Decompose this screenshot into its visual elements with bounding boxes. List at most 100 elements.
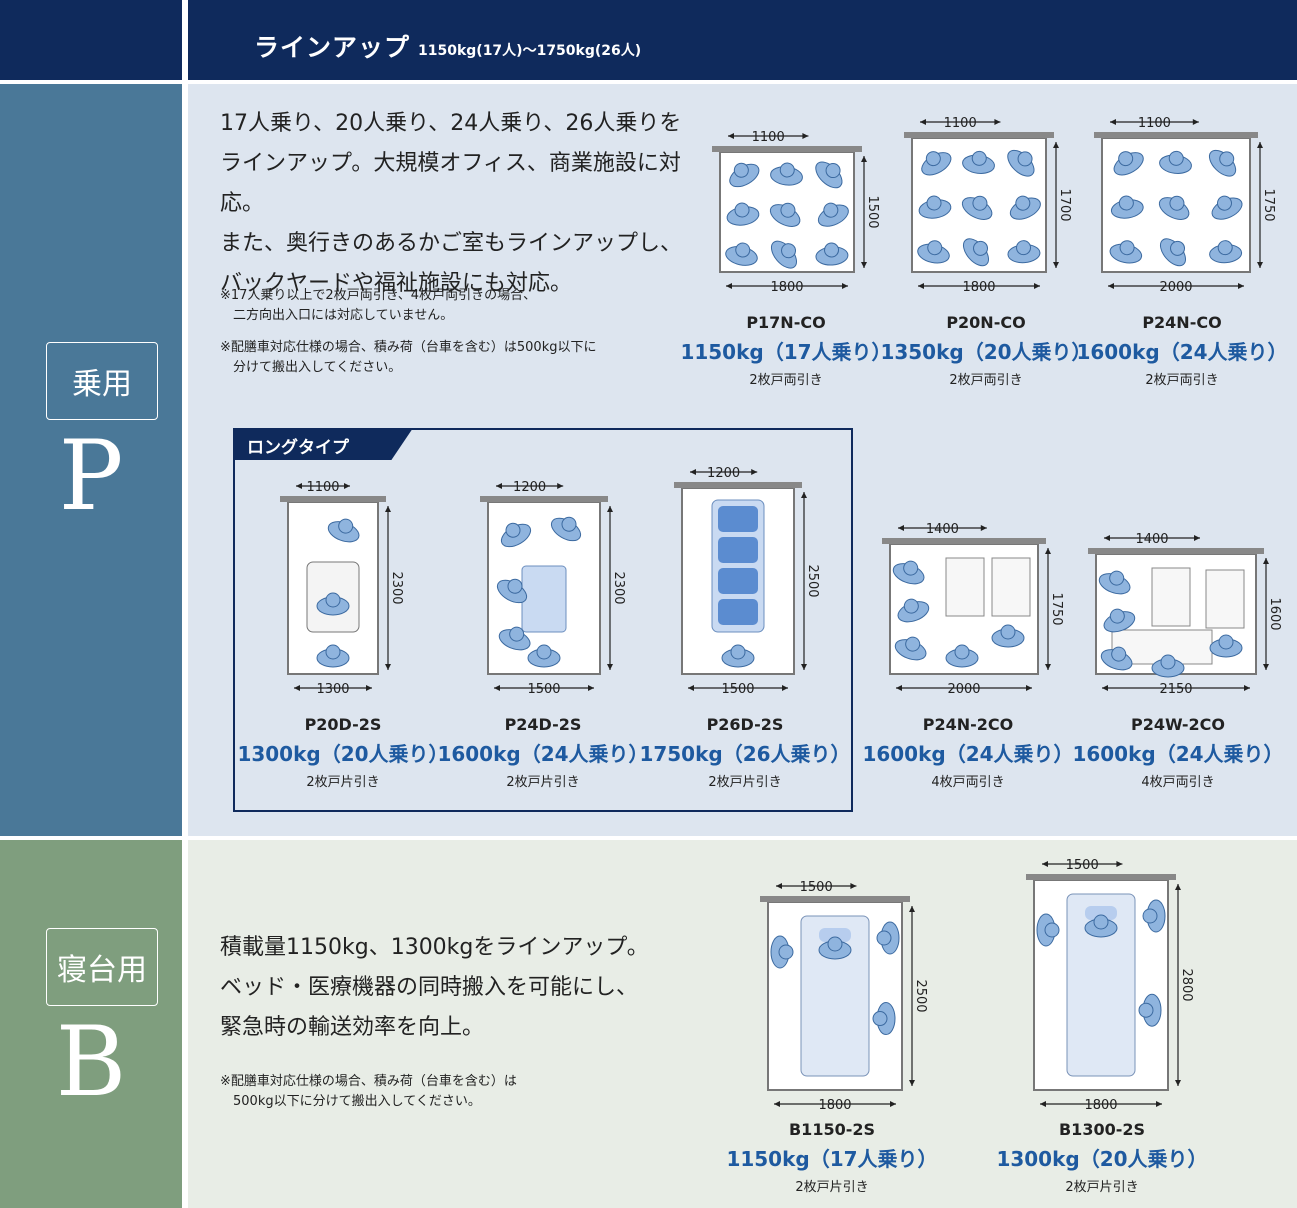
floor-plan-p24n-2co: 1400 2000 1750: [882, 522, 1064, 697]
person-icon: [769, 202, 801, 227]
dimension-label: 1500: [527, 682, 560, 697]
bed-note: ※配膳車対応仕様の場合、積み荷（台車を含む）は 500kg以下に分けて搬出入して…: [220, 1074, 517, 1109]
person-icon: [1109, 240, 1143, 264]
dimension-label: 1750: [1049, 592, 1064, 625]
header-corner: [0, 0, 182, 80]
person-icon: [962, 150, 995, 174]
model-door-type: 2枚戸片引き: [708, 775, 782, 790]
person-icon: [1110, 195, 1144, 219]
person-icon: [961, 195, 993, 220]
dimension-label: 1100: [944, 116, 977, 131]
person-icon: [498, 626, 531, 651]
dimension-label: 2150: [1159, 682, 1192, 697]
person-icon: [550, 516, 582, 542]
person-icon: [726, 202, 760, 226]
passenger-intro: 17人乗り、20人乗り、24人乗り、26人乗りを ラインアップ。大規模オフィス、…: [220, 111, 683, 296]
floor-plan-p17n-co: 1100 1800 1500: [712, 130, 880, 295]
person-icon: [917, 240, 950, 264]
person-icon: [327, 518, 360, 543]
dimension-label: 2800: [1179, 968, 1194, 1001]
person-icon: [1007, 149, 1035, 177]
model-name: P17N-CO: [746, 313, 826, 332]
pillow-icon: [1085, 906, 1117, 920]
door-sill: [882, 538, 1046, 544]
person-icon: [1009, 195, 1041, 220]
person-icon: [945, 644, 979, 668]
person-icon: [894, 636, 927, 661]
model-capacity: 1750kg（26人乗り）: [639, 742, 851, 766]
person-icon: [892, 560, 925, 585]
model-door-type: 2枚戸片引き: [506, 775, 580, 790]
model-name: P24N-2CO: [922, 715, 1014, 734]
dimension-label: 1500: [865, 195, 880, 228]
model-name: P24D-2S: [504, 715, 582, 734]
person-icon: [770, 162, 803, 186]
dimension-label: 2000: [947, 682, 980, 697]
dimension-label: 1700: [1057, 188, 1072, 221]
person-icon: [316, 644, 350, 668]
person-icon: [527, 644, 561, 668]
model-door-type: 2枚戸両引き: [949, 373, 1023, 388]
person-icon: [1151, 654, 1185, 678]
dimension-label: 1500: [721, 682, 754, 697]
dimension-label: 1800: [1084, 1098, 1117, 1113]
dimension-label: 1100: [752, 130, 785, 145]
person-icon: [1098, 570, 1131, 595]
model-name: P20D-2S: [304, 715, 382, 734]
person-icon: [1208, 149, 1237, 177]
person-icon: [1007, 240, 1041, 264]
floor-plan-b1300-2s: 1500 1800 2800: [1026, 858, 1194, 1113]
dimension-label: 1300: [316, 682, 349, 697]
person-icon: [725, 242, 758, 266]
person-icon: [1159, 238, 1186, 267]
dimension-label: 1750: [1261, 188, 1276, 221]
door-sill: [760, 896, 910, 902]
passenger-note-2: ※配膳車対応仕様の場合、積み荷（台車を含む）は500kg以下に 分けて搬出入して…: [220, 340, 597, 375]
person-icon: [1159, 150, 1192, 174]
dimension-label: 1400: [926, 522, 959, 537]
dimension-label: 1200: [513, 480, 546, 495]
passenger-note-1: ※17人乗り以上で2枚戸両引き、4枚戸両引きの場合、 二方向出入口には対応してい…: [220, 288, 537, 323]
model-name: P26D-2S: [706, 715, 784, 734]
tray-icon: [718, 599, 758, 625]
person-icon: [1036, 913, 1060, 947]
model-capacity: 1150kg（17人乗り）: [726, 1147, 938, 1171]
person-icon: [1100, 646, 1133, 671]
model-door-type: 2枚戸片引き: [1065, 1180, 1139, 1195]
dimension-label: 1800: [770, 280, 803, 295]
floor-plan-p24d-2s: 1200 1500 2300: [480, 480, 626, 697]
tray-icon: [718, 506, 758, 532]
person-icon: [897, 598, 930, 623]
dimension-label: 2300: [389, 571, 404, 604]
stretcher-bed-icon: [800, 915, 870, 1077]
dimension-label: 2300: [611, 571, 626, 604]
person-icon: [872, 1002, 896, 1036]
dimension-label: 1500: [1066, 858, 1099, 873]
category-label-bed: 寝台用: [46, 928, 158, 1006]
dimension-label: 1100: [1138, 116, 1171, 131]
long-type-box: [233, 428, 853, 812]
door-sill: [1088, 548, 1264, 554]
model-name: P24W-2CO: [1130, 715, 1226, 734]
model-name: P20N-CO: [946, 313, 1026, 332]
model-capacity: 1600kg（24人乗り）: [862, 742, 1074, 766]
door-sill: [280, 496, 386, 502]
category-letter-p: P: [58, 420, 124, 532]
tray-icon: [718, 537, 758, 563]
floor-plan-p24w-2co: 1400 2150 1600: [1088, 532, 1282, 697]
dimension-label: 1400: [1135, 532, 1168, 547]
door-sill: [712, 146, 862, 152]
category-band-bed: 寝台用 B: [0, 840, 182, 1208]
model-capacity: 1150kg（17人乗り）: [680, 340, 892, 364]
dimension-label: 1600: [1267, 597, 1282, 630]
model-capacity: 1300kg（20人乗り）: [237, 742, 449, 766]
person-icon: [496, 578, 528, 604]
model-name: B1150-2S: [788, 1120, 876, 1139]
